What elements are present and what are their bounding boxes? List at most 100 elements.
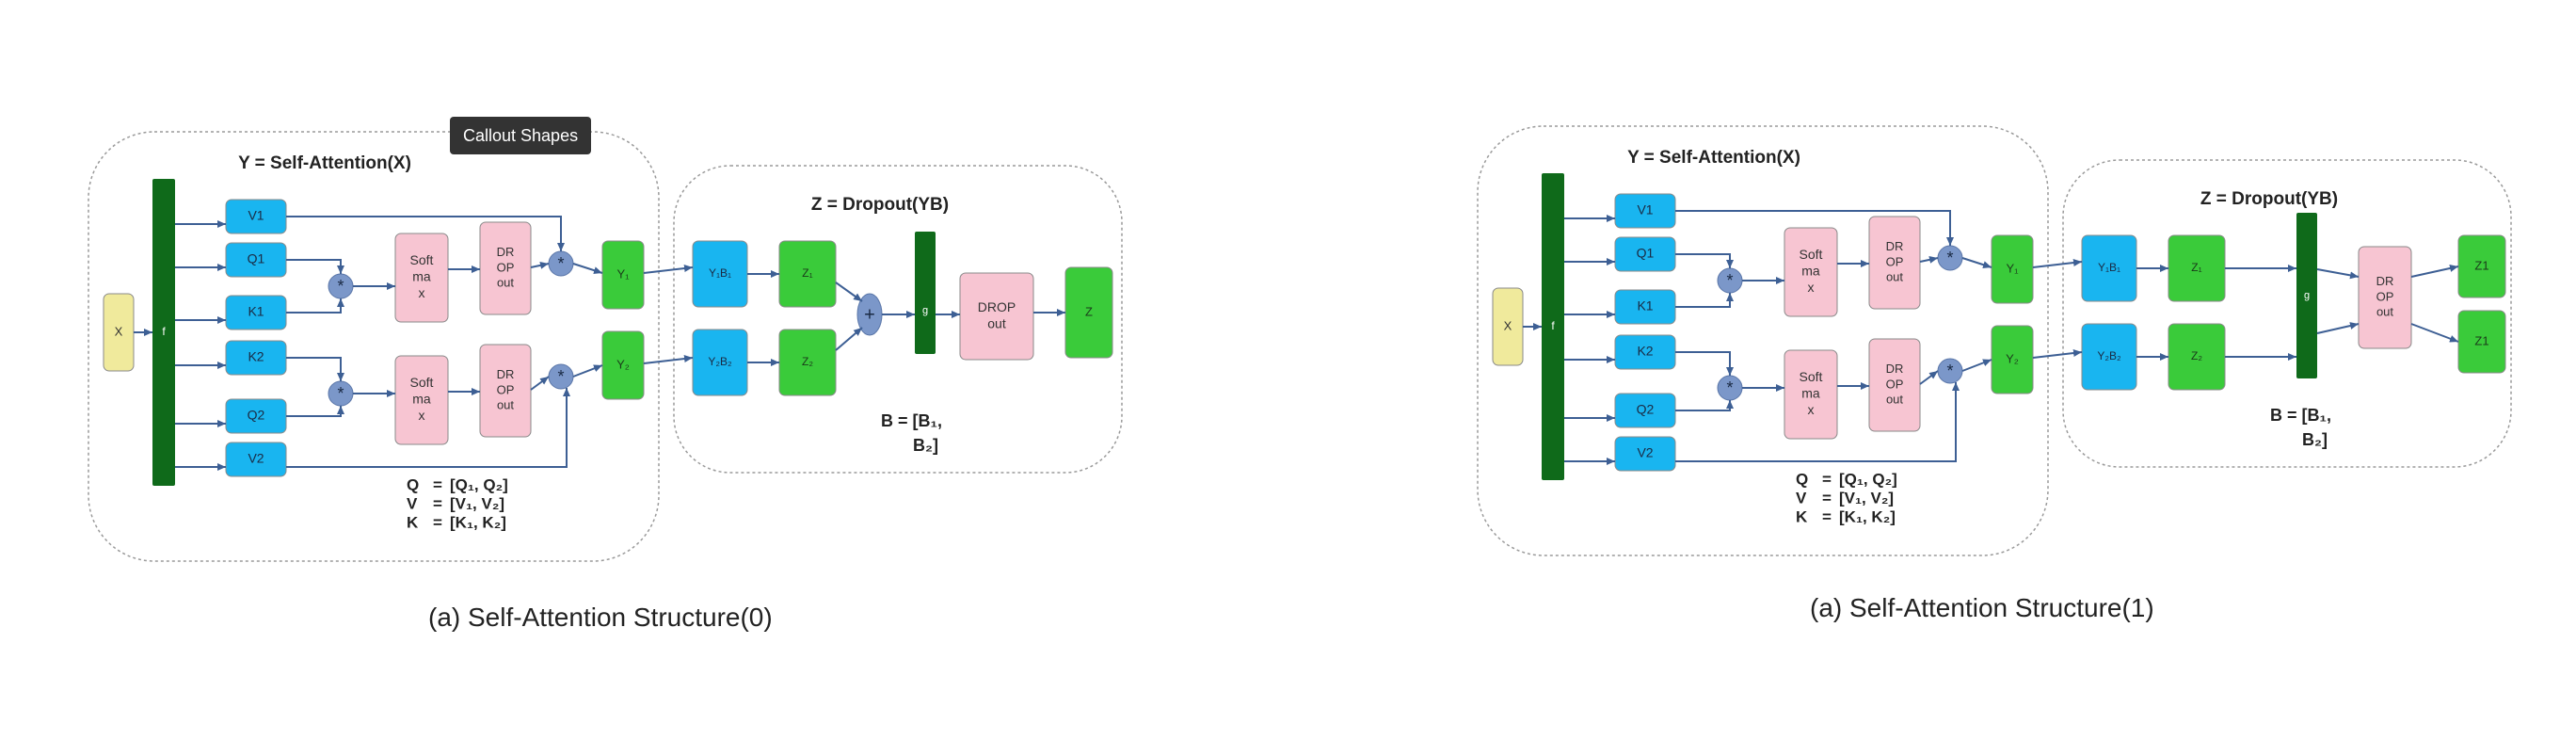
connector-arrow [2316,322,2360,334]
attention-container [1477,125,2049,556]
yb1-label: Y₁B₁ [2098,261,2120,274]
z-output-label: Z [1085,304,1093,318]
connector-arrow [530,261,550,269]
connector-arrow [572,263,603,275]
z1-output-label: Z1 [2474,258,2488,272]
z2-label: Z₂ [2191,349,2202,362]
legend-equals: = [433,494,442,512]
connector-arrow [1675,253,1734,268]
dropout-container [673,165,1123,474]
legend-value: [K₁, K₂] [1839,507,1896,525]
connector-arrow [1675,382,1960,462]
connector-arrow [2316,268,2360,280]
multiply-symbol: * [1726,271,1733,290]
softmax-2-box [1784,349,1838,440]
dropout-final-box [2358,246,2412,349]
multiply-symbol: * [1946,249,1953,267]
connector-arrow [1675,210,1954,246]
v1-label: V1 [248,208,264,223]
v2-label: V2 [248,451,264,466]
y1-box [601,240,645,310]
connector-arrow [1675,400,1734,411]
multiply-symbol: * [337,277,344,296]
dropout-title: Z = Dropout(YB) [811,195,949,215]
multiply-symbol: * [1726,378,1733,397]
v1-label: V1 [1637,202,1653,217]
legend-symbol: V [407,494,418,512]
multiply-symbol: * [557,254,564,273]
z1-label: Z₁ [2191,261,2201,274]
multiply-symbol: * [337,384,344,403]
callout-shapes-tooltip: Callout Shapes [450,117,592,154]
x-label: X [115,324,123,338]
legend-symbol: K [1796,507,1808,525]
connector-arrow [1961,359,1992,372]
softmax-2-label: ma [1801,386,1820,401]
connector-arrow [286,406,344,417]
g-bar [915,232,936,354]
connector-arrow [286,216,565,251]
dropout-final-label: out [987,315,1006,330]
legend-symbol: Q [407,475,419,493]
z2-output-label: Z1 [2474,333,2488,347]
f-label: f [1551,319,1555,332]
connector-arrow [1675,293,1734,308]
softmax-1-label: Soft [410,252,434,267]
legend-symbol: V [1796,489,1807,507]
legend-equals: = [1822,489,1832,507]
dropout-title: Z = Dropout(YB) [2200,189,2338,209]
legend-equals: = [433,513,442,531]
dropout-1-label: DR [1886,239,1904,253]
g-bar [2296,213,2317,378]
connector-arrow [2032,349,2083,359]
q2-label: Q2 [1637,402,1655,417]
caption-structure-1: (a) Self-Attention Structure(1) [1810,593,2154,622]
softmax-2-label: Soft [1800,369,1823,384]
dropout-final-box [959,272,1034,361]
dropout-1-label: out [497,276,514,290]
k2-label: K2 [248,349,264,364]
q1-label: Q1 [248,251,265,266]
connector-arrow [835,327,863,351]
connector-arrow [572,364,603,378]
dropout-2-label: DR [497,367,515,381]
attention-title: Y = Self-Attention(X) [1627,148,1800,168]
softmax-2-label: x [1808,402,1815,417]
multiply-symbol: * [1946,362,1953,380]
connector-arrow [530,376,550,391]
dropout-container [2062,159,2512,468]
connector-arrow [286,259,344,274]
k2-label: K2 [1637,344,1653,359]
yb2-label: Y₂B₂ [2097,349,2121,362]
k1-label: K1 [248,304,264,319]
dropout-final-label: out [2376,305,2393,319]
dropout-final-label: OP [2376,289,2394,303]
legend-equals: = [1822,507,1832,525]
dropout-2-label: out [497,398,514,412]
legend-value: [K₁, K₂] [450,513,506,531]
dropout-2-label: OP [1886,377,1904,391]
legend-value: [Q₁, Q₂] [1839,470,1897,488]
b-equation: B = [B₁, [2270,406,2331,425]
dropout-final-label: DROP [978,299,1016,314]
connector-arrow [643,355,694,364]
y1-label: Y₁ [2006,261,2019,275]
y1-box [1991,234,2034,304]
legend-symbol: Q [1796,470,1808,488]
softmax-1-box [1784,227,1838,317]
dropout-2-label: DR [1886,362,1904,376]
g-label: g [2304,290,2310,301]
softmax-2-box [394,355,449,445]
connector-arrow [2410,265,2459,278]
y2-label: Y₂ [2006,351,2019,365]
connector-arrow [1919,370,1939,385]
q2-label: Q2 [248,408,265,423]
v2-label: V2 [1637,445,1653,460]
connector-arrow [286,357,344,381]
x-label: X [1504,318,1512,332]
connector-arrow [1961,257,1992,269]
attention-container [88,131,660,562]
